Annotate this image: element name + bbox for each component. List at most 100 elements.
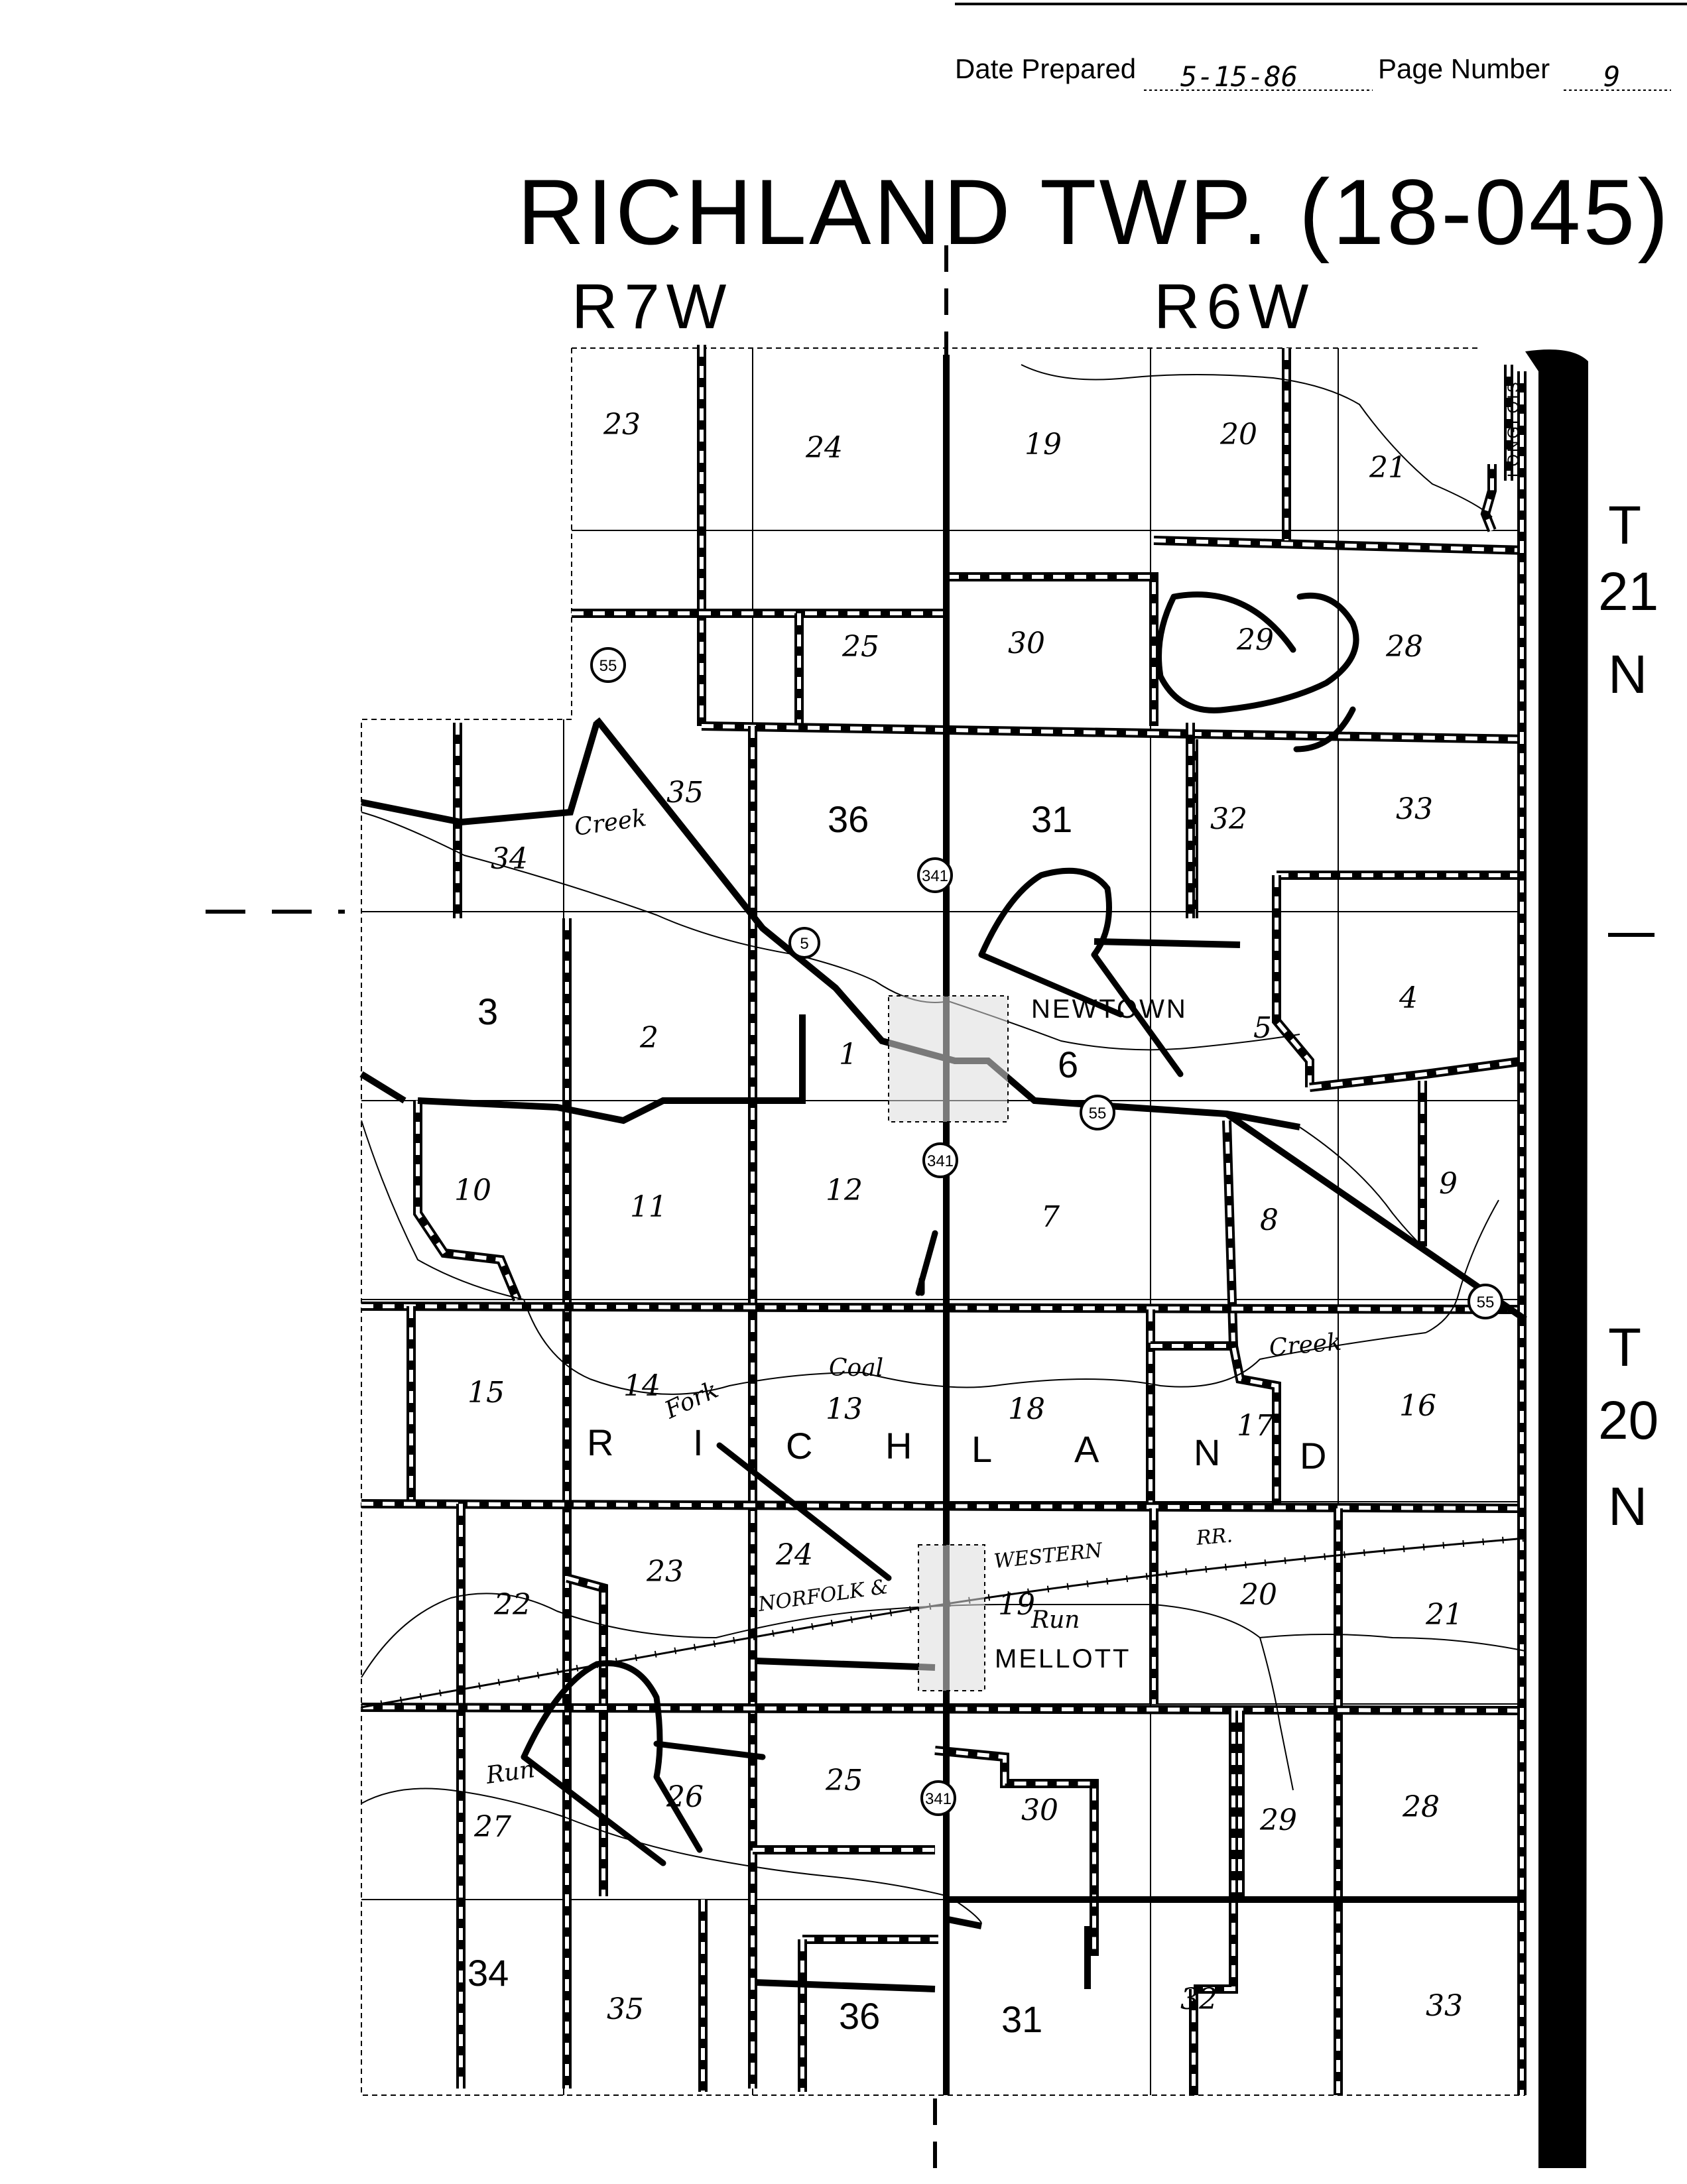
section-label: 29 — [1236, 623, 1274, 657]
section-label: 25 — [842, 630, 879, 664]
hand-drawn-markers — [521, 591, 1359, 1866]
section-label: 22 — [493, 1588, 531, 1622]
svg-text:55: 55 — [1089, 1105, 1107, 1122]
section-label: 15 — [468, 1376, 505, 1410]
section-label: 14 — [623, 1369, 660, 1403]
section-label: 3 — [477, 991, 498, 1032]
section-label: 1 — [839, 1038, 857, 1071]
stream-label-coal: Coal — [829, 1355, 883, 1382]
section-label: 12 — [826, 1174, 863, 1207]
section-label: 33 — [1396, 792, 1433, 826]
section-label: 16 — [1399, 1389, 1436, 1423]
section-label: 20 — [1219, 418, 1257, 452]
section-label: 23 — [603, 408, 641, 442]
section-label: 24 — [775, 1538, 813, 1572]
section-label: 31 — [1031, 798, 1072, 840]
section-label: 24 — [805, 431, 843, 465]
section-label: 34 — [468, 1952, 509, 1994]
norfolk-western-railroad — [361, 1537, 1526, 1709]
svg-text:H: H — [885, 1425, 914, 1467]
stream-label-creek-mid: Creek — [1268, 1329, 1342, 1362]
highway-shield-341-b: 341 — [922, 1142, 958, 1178]
section-label: 30 — [1021, 1793, 1058, 1827]
railroad-label-rr: RR. — [1195, 1524, 1234, 1550]
svg-text:5: 5 — [800, 935, 808, 953]
highway-shield-341-a: 341 — [917, 857, 953, 893]
county-boundary-east — [1525, 349, 1588, 2169]
highway-shield-55-se: 55 — [1468, 1284, 1503, 1319]
svg-text:A: A — [1074, 1428, 1101, 1470]
highway-shield-5: 5 — [788, 927, 820, 959]
section-label: 26 — [666, 1780, 704, 1814]
map-title: RICHLAND TWP. (18-045) — [517, 160, 1671, 264]
svg-text:D: D — [1300, 1435, 1328, 1477]
richland-place-label: R I C H L A N D — [587, 1422, 1328, 1477]
svg-text:341: 341 — [927, 1152, 954, 1170]
svg-text:55: 55 — [599, 657, 617, 675]
stream-label-creek-top: Creek — [573, 804, 649, 841]
section-label: 19 — [1025, 428, 1062, 461]
section-label: 28 — [1385, 630, 1423, 664]
newtown-label: NEWTOWN — [1031, 995, 1188, 1024]
section-label: 10 — [454, 1174, 491, 1207]
township-south-n: N — [1608, 1477, 1647, 1537]
section-label: 29 — [1259, 1803, 1297, 1837]
section-label: 2 — [639, 1021, 658, 1055]
section-label: 33 — [1426, 1989, 1463, 2023]
section-label: 4 — [1399, 981, 1418, 1015]
longlois-label: LONGLOIS — [1505, 380, 1523, 477]
section-label: 8 — [1260, 1203, 1279, 1237]
section-label: 20 — [1239, 1578, 1277, 1612]
date-prepared-label: Date Prepared — [955, 53, 1136, 84]
mellott-town-area — [918, 1544, 985, 1691]
svg-text:341: 341 — [925, 1790, 952, 1808]
newtown-town-area — [888, 995, 1009, 1122]
section-label: 30 — [1008, 627, 1045, 660]
section-label: 23 — [646, 1555, 684, 1589]
township-north-num: 21 — [1598, 562, 1658, 622]
section-label: 17 — [1237, 1409, 1274, 1443]
svg-text:I: I — [693, 1422, 706, 1463]
svg-text:341: 341 — [922, 867, 948, 885]
page-number-value: 9 — [1603, 60, 1620, 93]
section-label: 35 — [607, 1992, 644, 2026]
range-west-label: R7W — [572, 271, 733, 342]
highway-shield-55-e: 55 — [1080, 1095, 1115, 1130]
section-label: 27 — [473, 1810, 511, 1844]
section-label: 9 — [1439, 1167, 1458, 1201]
section-label: 28 — [1402, 1790, 1440, 1824]
highway-shield-341-c: 341 — [920, 1780, 956, 1816]
svg-text:L: L — [971, 1428, 994, 1470]
section-label: 11 — [630, 1190, 667, 1224]
section-label: 6 — [1058, 1044, 1078, 1085]
township-south-t: T — [1608, 1317, 1641, 1378]
section-label: 7 — [1041, 1200, 1060, 1234]
section-label: 32 — [1210, 802, 1247, 836]
section-label: 35 — [666, 776, 704, 810]
mellott-label: MELLOTT — [995, 1644, 1131, 1673]
sections-t20n: 3 2 1 6 5 4 10 11 12 7 8 9 15 14 13 18 1… — [454, 981, 1463, 2040]
stream-label-run-mid: Run — [1031, 1607, 1080, 1634]
stream-label-fork: Fork — [660, 1376, 723, 1425]
svg-text:R: R — [587, 1422, 615, 1463]
secondary-roads — [361, 345, 1527, 2095]
township-north-n: N — [1608, 644, 1647, 705]
section-label: 19 — [998, 1588, 1035, 1622]
section-label: 25 — [825, 1764, 863, 1797]
date-prepared-value: 5-15-86 — [1180, 60, 1298, 93]
page-number-label: Page Number — [1378, 53, 1550, 84]
section-label: 13 — [826, 1392, 863, 1426]
stream-label-run-left: Run — [484, 1756, 536, 1790]
svg-text:N: N — [1194, 1431, 1222, 1473]
section-label: 5 — [1253, 1011, 1272, 1045]
svg-text:C: C — [786, 1425, 814, 1467]
range-east-label: R6W — [1154, 271, 1315, 342]
section-label: 32 — [1180, 1982, 1218, 2016]
highway-shield-55-nw: 55 — [590, 647, 626, 683]
railroad-label-western: WESTERN — [993, 1539, 1105, 1573]
township-south-num: 20 — [1598, 1390, 1658, 1451]
section-label: 21 — [1425, 1598, 1463, 1632]
section-label: 18 — [1008, 1392, 1045, 1426]
section-label: 31 — [1001, 1998, 1042, 2040]
